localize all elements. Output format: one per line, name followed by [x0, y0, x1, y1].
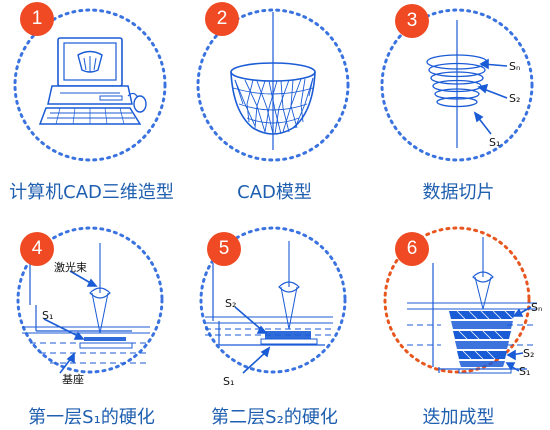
label-s1: S₁ — [489, 136, 500, 149]
stacked-forming-illustration: Sₙ S₂ S₁ — [383, 226, 542, 378]
step-6: Sₙ S₂ S₁ 6 迭加成型 — [367, 215, 550, 430]
label-s1: S₁ — [519, 365, 530, 378]
label-base: 基座 — [62, 372, 84, 386]
label-s2: S₂ — [509, 92, 520, 105]
step-number-badge: 4 — [20, 232, 54, 266]
label-s2: S₂ — [225, 297, 236, 310]
label-s2: S₂ — [523, 347, 534, 360]
slicing-illustration: Sₙ S₂ S₁ — [380, 8, 534, 162]
step-caption: 第二层S₂的硬化 — [211, 407, 338, 428]
first-layer-illustration: 激光束 S₁ 基座 — [16, 226, 164, 386]
step-number-badge: 1 — [20, 2, 54, 36]
step-number-badge: 3 — [395, 4, 429, 38]
step-4: 激光束 S₁ 基座 4 第一层S₁的硬化 — [0, 215, 183, 430]
label-laser-beam: 激光束 — [54, 260, 87, 274]
second-layer-illustration: S₂ S₁ — [199, 226, 347, 388]
step-number-badge: 2 — [205, 2, 239, 36]
label-sn: Sₙ — [531, 301, 542, 314]
step-caption: 第一层S₁的硬化 — [28, 407, 155, 428]
step-caption: 数据切片 — [422, 182, 495, 203]
step-2: 2 CAD模型 — [183, 0, 366, 215]
computer-illustration — [13, 8, 167, 162]
label-sn: Sₙ — [509, 60, 520, 73]
label-s1: S₁ — [223, 375, 234, 388]
step-1: 1 计算机CAD三维造型 — [0, 0, 183, 215]
step-3: Sₙ S₂ S₁ 3 数据切片 — [367, 0, 550, 215]
step-5: S₂ S₁ 5 第二层S₂的硬化 — [183, 215, 366, 430]
step-caption: 迭加成型 — [422, 407, 495, 428]
cad-model-illustration — [196, 8, 350, 162]
step-number-badge: 5 — [207, 232, 241, 266]
step-caption: 计算机CAD三维造型 — [9, 182, 174, 203]
label-s1: S₁ — [42, 309, 53, 322]
step-number-badge: 6 — [395, 232, 429, 266]
step-caption: CAD模型 — [237, 182, 312, 203]
